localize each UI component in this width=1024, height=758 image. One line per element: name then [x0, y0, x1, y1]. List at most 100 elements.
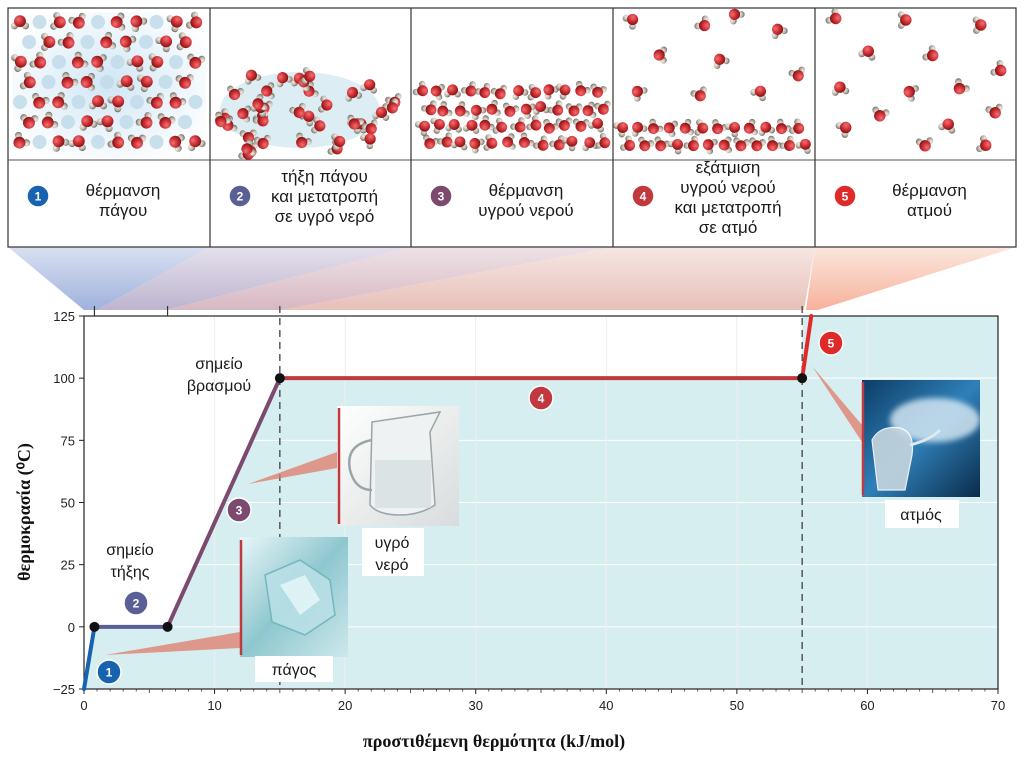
- melting-point-label-1: σημείο: [106, 542, 154, 559]
- liquid-molecule-icon: [779, 135, 795, 152]
- liquid-molecule-icon: [479, 115, 495, 131]
- panel-1-text-line-1: θέρμανση: [86, 181, 161, 200]
- liquid-molecule-icon: [743, 118, 758, 136]
- curve-segments: [82, 314, 814, 691]
- transition-point-4: [797, 373, 808, 384]
- gas-molecule-icon: [953, 78, 970, 95]
- liquid-molecule-icon: [594, 100, 611, 115]
- ice-molecule-icon: [52, 92, 68, 110]
- panel-1-badge-number: 1: [35, 190, 42, 204]
- gas-molecule-icon: [990, 60, 1007, 77]
- melting-molecule-icon: [361, 119, 378, 135]
- liquid-molecule-icon: [789, 118, 805, 134]
- gas-molecule-icon: [972, 16, 987, 34]
- ice-molecule-icon: [148, 53, 164, 72]
- y-tick-label-50: 50: [61, 496, 75, 511]
- ice-molecule-icon: [19, 71, 36, 90]
- melting-molecule-icon: [347, 114, 364, 130]
- liquid-molecule-icon: [749, 137, 766, 152]
- melting-molecule-icon: [345, 86, 363, 102]
- liquid-molecule-icon: [518, 132, 535, 148]
- liquid-molecule-icon: [758, 121, 776, 136]
- melting-molecule-icon: [318, 95, 333, 113]
- badge-number-5: 5: [828, 337, 835, 351]
- ice-molecule-icon: [169, 134, 185, 152]
- liquid-molecule-icon: [486, 99, 501, 117]
- segment-badge-1: 1: [96, 659, 122, 685]
- steam-callout-beam: [812, 366, 862, 442]
- ice-molecule-icon: [136, 74, 153, 93]
- ice-molecule-icon: [41, 111, 59, 129]
- liquid-molecule-icon: [620, 135, 636, 151]
- liquid-molecule-icon: [733, 137, 750, 152]
- badge-circle-2: [123, 590, 149, 616]
- badge-number-2: 2: [133, 597, 140, 611]
- melting-molecule-icon: [289, 103, 306, 119]
- liquid-molecule-icon: [520, 103, 536, 119]
- gas-molecule-icon: [985, 103, 1003, 119]
- badge-number-3: 3: [236, 504, 243, 518]
- vapor-molecule-icon: [653, 46, 668, 64]
- melting-molecule-icon: [360, 133, 376, 150]
- panel-2-badge: [228, 184, 252, 208]
- y-tick-label-100: 100: [53, 371, 75, 386]
- vapor-molecule-icon: [788, 66, 806, 82]
- liquid-molecule-icon: [572, 118, 590, 132]
- liquid-molecule-icon: [549, 135, 565, 151]
- y-axis-title: θερμοκρασία (⁰C): [14, 443, 35, 581]
- panel-4-badge: [631, 184, 655, 208]
- vapor-molecule-icon: [728, 8, 745, 25]
- ice-molecule-icon: [175, 74, 194, 89]
- segment-1: [82, 624, 97, 691]
- steam-caption: ατμός: [900, 507, 942, 524]
- melting-molecule-icon: [227, 85, 244, 101]
- gas-molecule-icon: [922, 45, 939, 62]
- liquid-molecule-icon: [512, 85, 529, 100]
- ice-molecule-icon: [91, 54, 107, 72]
- liquid-molecule-icon: [547, 100, 564, 116]
- melting-molecule-icon: [215, 111, 231, 128]
- gas-molecule-icon: [825, 8, 842, 25]
- melting-molecule-icon: [237, 105, 252, 123]
- liquid-molecule-icon: [490, 84, 508, 100]
- pitcher-handle-icon: [348, 438, 373, 492]
- melting-molecule-icon: [311, 116, 326, 134]
- panel-4-badge-number: 4: [640, 190, 647, 204]
- ice-molecule-icon: [127, 134, 147, 149]
- ice-caption-box: [255, 656, 333, 682]
- x-tick-label-30: 30: [468, 698, 482, 713]
- steam-caption-box: [885, 500, 959, 528]
- x-tick-label-70: 70: [991, 698, 1005, 713]
- liquid-molecule-icon: [483, 134, 498, 151]
- liquid-molecule-icon: [795, 138, 811, 154]
- ice-molecule-icon: [11, 54, 27, 72]
- gas-molecule-icon: [976, 135, 992, 153]
- gas-molecule-icon: [858, 45, 876, 61]
- cone-phase-2: [97, 247, 411, 310]
- ice-molecule-icon: [29, 51, 47, 69]
- liquid-molecule-icon: [454, 101, 470, 117]
- vapor-molecule-icon: [771, 23, 788, 39]
- ice-molecule-icon: [155, 35, 173, 53]
- melting-point-label-2: τήξης: [111, 564, 150, 581]
- melting-molecule-icon: [301, 67, 316, 84]
- liquid-molecule-icon: [502, 133, 516, 150]
- panel-5-text-line-1: θέρμανση: [892, 181, 967, 200]
- gas-molecule-icon: [897, 11, 912, 29]
- water-callout-beam: [248, 452, 337, 484]
- melting-molecule-icon: [241, 139, 257, 156]
- liquid-molecule-icon: [423, 134, 440, 150]
- liquid-molecule-icon: [461, 81, 477, 97]
- melting-molecule-icon: [382, 98, 399, 114]
- liquid-molecule-icon: [648, 118, 664, 135]
- vapor-molecule-icon: [690, 86, 707, 102]
- melting-molecule-icon: [331, 133, 346, 151]
- y-tick-label-75: 75: [61, 433, 75, 448]
- liquid-molecule-icon: [527, 83, 542, 101]
- segment-badge-2: 2: [123, 590, 149, 616]
- x-tick-label-50: 50: [730, 698, 744, 713]
